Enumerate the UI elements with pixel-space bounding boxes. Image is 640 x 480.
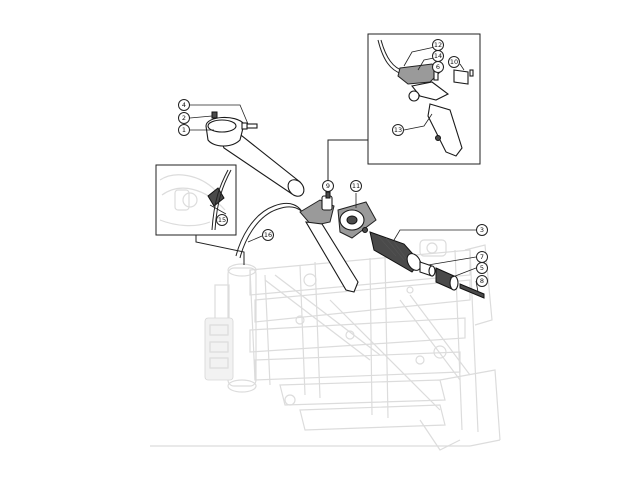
callout-label: 13 xyxy=(394,126,402,134)
callout-label: 6 xyxy=(436,63,440,71)
left-handlebar xyxy=(205,111,305,197)
callout-8: 8 xyxy=(476,275,488,287)
callout-label: 2 xyxy=(182,114,186,122)
callout-label: 9 xyxy=(326,182,330,190)
callout-label: 15 xyxy=(218,216,226,224)
callout-14: 14 xyxy=(432,50,444,62)
inset-box xyxy=(367,33,481,165)
lever-blade-inset xyxy=(427,103,463,157)
callout-2: 2 xyxy=(178,112,190,124)
callout-label: 3 xyxy=(480,226,484,234)
bolt-8 xyxy=(459,283,485,299)
callouts: 4 2 1 12 14 6 10 13 xyxy=(178,39,488,287)
lever-blade xyxy=(304,221,359,293)
callout-label: 12 xyxy=(434,41,442,49)
callout-10: 10 xyxy=(448,56,460,68)
callout-label: 14 xyxy=(434,52,442,60)
callout-label: 16 xyxy=(264,231,272,239)
callout-label: 1 xyxy=(182,126,186,134)
frame-structure xyxy=(150,239,501,451)
callout-6: 6 xyxy=(432,61,444,73)
callout-label: 8 xyxy=(480,277,484,285)
callout-4: 4 xyxy=(178,99,190,111)
callout-15: 15 xyxy=(216,214,228,226)
inset-wiring-connector xyxy=(195,235,245,265)
nut-2 xyxy=(211,111,218,119)
callout-label: 7 xyxy=(480,253,484,261)
inset-clutch-lever-detail xyxy=(367,33,481,165)
callout-12: 12 xyxy=(432,39,444,51)
callout-5: 5 xyxy=(476,262,488,274)
callout-label: 11 xyxy=(352,182,360,190)
callout-label: 4 xyxy=(182,101,186,109)
callout-11: 11 xyxy=(350,180,362,192)
callout-1: 1 xyxy=(178,124,190,136)
switch-housing-11 xyxy=(337,201,377,239)
throttle-grip-3 xyxy=(369,231,422,273)
bar-end-parts xyxy=(419,261,485,299)
callout-9: 9 xyxy=(322,180,334,192)
cable-16 xyxy=(235,202,305,257)
callout-3: 3 xyxy=(476,224,488,236)
inset-connector-line xyxy=(327,139,368,205)
callout-7: 7 xyxy=(476,251,488,263)
callout-label: 5 xyxy=(480,264,484,272)
callout-label: 10 xyxy=(450,58,458,66)
callout-16: 16 xyxy=(262,229,274,241)
lever-assembly-9 xyxy=(299,191,359,293)
bolt-4 xyxy=(246,123,258,129)
callout-13: 13 xyxy=(392,124,404,136)
